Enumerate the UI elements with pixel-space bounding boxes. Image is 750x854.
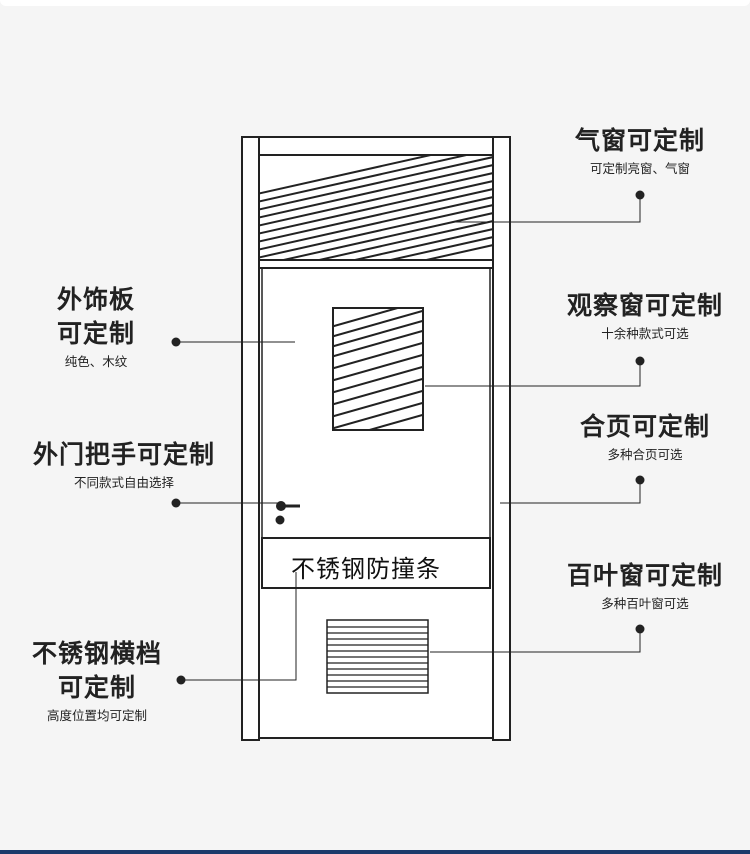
- callout-handle-title: 外门把手可定制: [32, 440, 215, 469]
- callout-view-window: 观察窗可定制 十余种款式可选: [555, 289, 735, 343]
- transom-rail: [258, 259, 494, 269]
- stainless-kick-strip: [261, 537, 491, 589]
- view-window-hatching: [333, 308, 423, 430]
- frame-left-jamb: [241, 136, 260, 741]
- view-window: [332, 307, 424, 431]
- leader-hinge: [500, 480, 641, 504]
- leader-louver: [430, 629, 641, 653]
- callout-rail-title-line2: 可定制: [57, 673, 136, 702]
- callout-panel-sub: 纯色、木纹: [64, 354, 128, 369]
- callout-panel-title-line1: 外饰板: [56, 285, 135, 314]
- frame-head: [258, 136, 494, 156]
- leader-vent: [455, 195, 641, 223]
- callout-view-sub: 十余种款式可选: [601, 326, 689, 341]
- callout-louver-sub: 多种百叶窗可选: [601, 596, 689, 611]
- callout-louver-title: 百叶窗可定制: [566, 561, 723, 590]
- callout-panel-title-line2: 可定制: [56, 319, 135, 348]
- kick-strip-label: 不锈钢防撞条: [291, 555, 441, 583]
- bottom-band: [0, 850, 750, 854]
- callout-rail: 不锈钢横档 可定制 高度位置均可定制: [22, 637, 172, 725]
- keyhole: [275, 515, 285, 525]
- callout-hinge-title: 合页可定制: [579, 412, 710, 441]
- frame-right-jamb: [492, 136, 511, 741]
- callout-hinge-sub: 多种合页可选: [607, 447, 683, 462]
- callout-louver: 百叶窗可定制 多种百叶窗可选: [555, 559, 735, 613]
- callout-panel: 外饰板 可定制 纯色、木纹: [40, 283, 152, 371]
- louver-slats: [327, 626, 428, 688]
- transom-hatching: [259, 155, 493, 260]
- top-band: [0, 0, 750, 6]
- callout-vent-window: 气窗可定制 可定制亮窗、气窗: [560, 124, 720, 178]
- leader-view-window: [425, 361, 641, 387]
- leader-dots: [171, 190, 645, 685]
- callout-handle: 外门把手可定制 不同款式自由选择: [20, 438, 228, 492]
- callout-hinge: 合页可定制 多种合页可选: [565, 410, 725, 464]
- leader-lines: [176, 195, 641, 681]
- door-handle: [275, 501, 300, 525]
- callout-rail-title-line1: 不锈钢横档: [31, 639, 162, 668]
- callout-handle-sub: 不同款式自由选择: [73, 475, 174, 490]
- callout-view-title: 观察窗可定制: [566, 291, 723, 320]
- callout-vent-title: 气窗可定制: [574, 126, 705, 155]
- leader-rail: [181, 572, 297, 681]
- callout-vent-sub: 可定制亮窗、气窗: [589, 161, 690, 176]
- callout-rail-sub: 高度位置均可定制: [46, 708, 147, 723]
